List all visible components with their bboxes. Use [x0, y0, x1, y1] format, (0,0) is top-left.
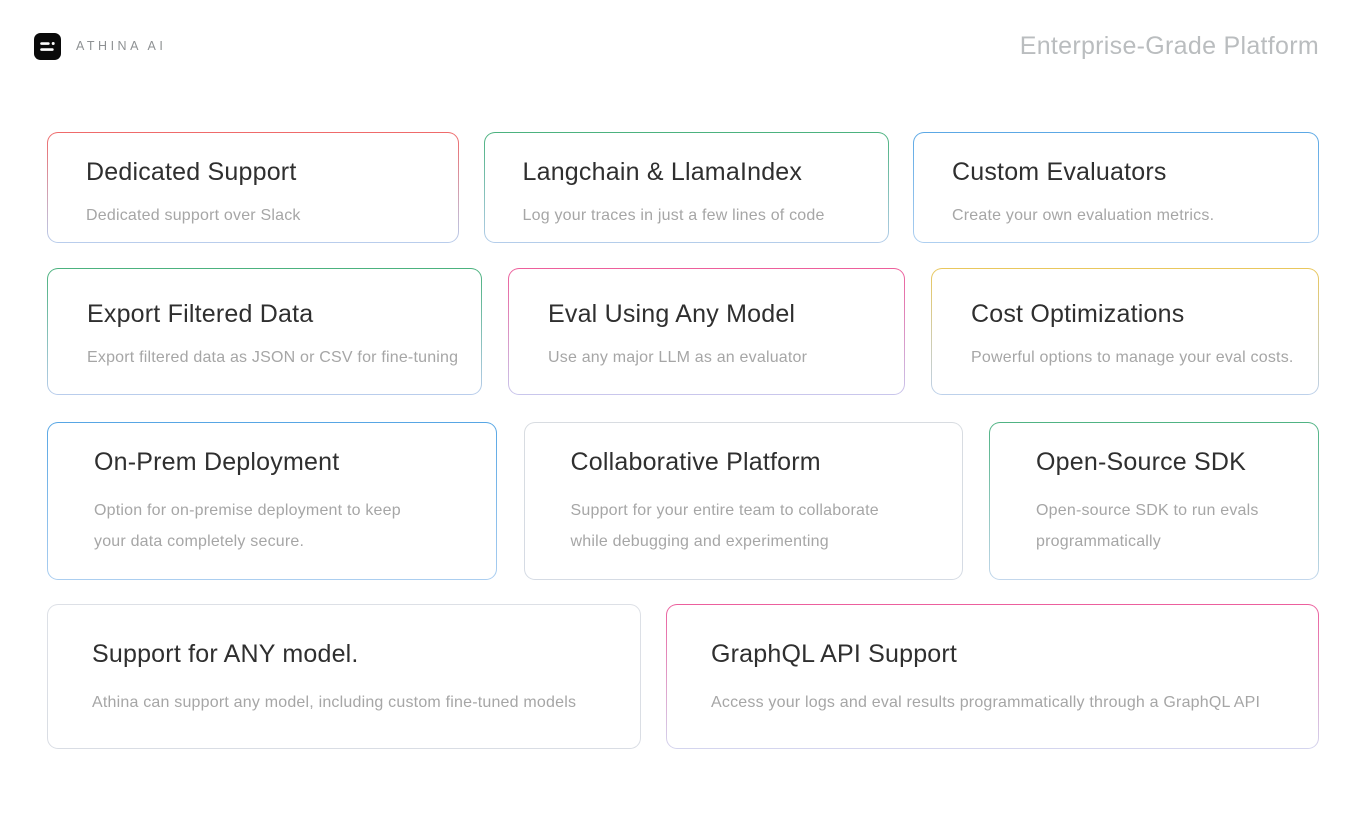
card-description: Use any major LLM as an evaluator — [548, 349, 808, 367]
card-title: Export Filtered Data — [87, 300, 314, 328]
card-title: Eval Using Any Model — [548, 300, 796, 328]
card-title: Open-Source SDK — [1036, 448, 1247, 476]
card-description: Log your traces in just a few lines of c… — [522, 207, 825, 225]
card-description: Athina can support any model, including … — [92, 694, 577, 712]
header: ATHINA AI Enterprise-Grade Platform — [0, 0, 1370, 62]
page-title: Enterprise-Grade Platform — [1019, 31, 1319, 60]
card-description: Open-source SDK to run evals programmati… — [1036, 502, 1259, 550]
brand-name: ATHINA AI — [76, 39, 167, 53]
card-description: Powerful options to manage your eval cos… — [971, 349, 1294, 367]
card-description: Option for on-premise deployment to keep… — [94, 502, 401, 550]
card-title: Langchain & LlamaIndex — [522, 158, 803, 186]
card-title: Cost Optimizations — [971, 300, 1185, 328]
card-row: Support for ANY model. Athina can support… — [47, 604, 1319, 749]
brand[interactable]: ATHINA AI — [34, 32, 167, 60]
athina-logo-icon — [34, 32, 61, 60]
card-description: Create your own evaluation metrics. — [952, 207, 1215, 225]
feature-card-body: Open-Source SDK Open-source SDK to run ev… — [990, 423, 1318, 579]
feature-card-body: Support for ANY model. Athina can support… — [48, 605, 640, 748]
card-title: Support for ANY model. — [92, 640, 359, 668]
feature-card[interactable]: Support for ANY model. Athina can support… — [47, 604, 641, 749]
card-title: GraphQL API Support — [711, 640, 958, 668]
feature-card[interactable]: Open-Source SDK Open-source SDK to run ev… — [989, 422, 1319, 580]
card-description: Export filtered data as JSON or CSV for … — [87, 349, 459, 367]
card-description: Support for your entire team to collabor… — [570, 502, 879, 550]
card-description: Dedicated support over Slack — [86, 207, 301, 225]
card-title: Custom Evaluators — [952, 158, 1167, 186]
card-description: Access your logs and eval results progra… — [711, 694, 1261, 712]
card-title: On-Prem Deployment — [94, 448, 340, 476]
card-title: Collaborative Platform — [570, 448, 821, 476]
card-title: Dedicated Support — [86, 158, 297, 186]
